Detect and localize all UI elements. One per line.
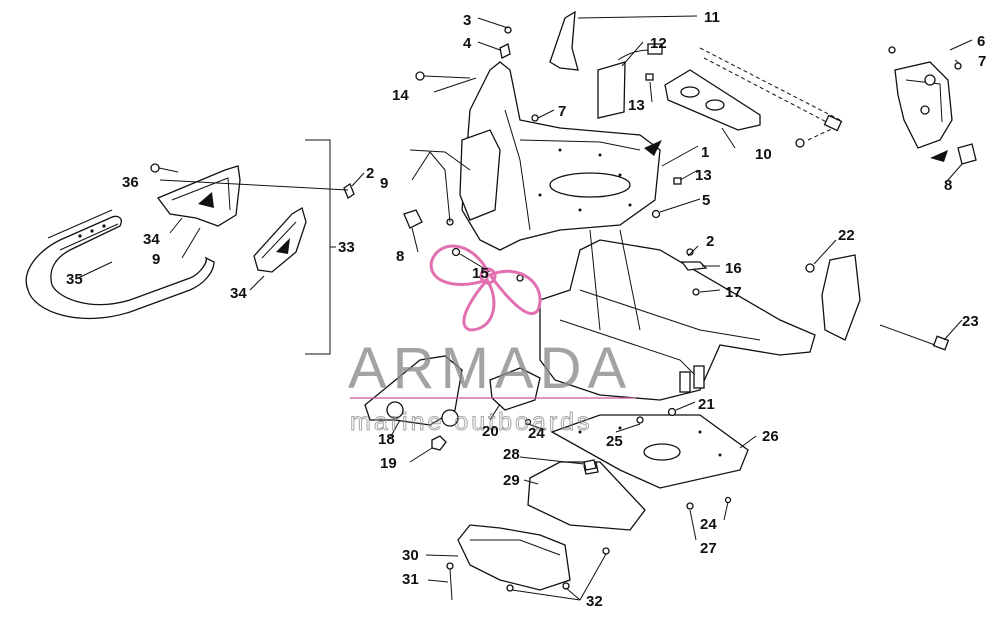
callout-label-2-right: 2 [706,233,714,250]
bolt-part-31 [446,562,454,601]
callout-label-5: 5 [702,192,710,209]
callout-label-8-left: 8 [396,248,404,265]
callout-label-26: 26 [762,428,779,445]
callout-label-3: 3 [463,12,471,29]
callout-label-15: 15 [472,265,489,282]
front-nose-part-1 [459,61,662,251]
bracket-part-12 [597,43,663,119]
callout-label-36: 36 [122,174,139,191]
bracket-part-11 [549,10,579,71]
callout-label-25: 25 [606,433,623,450]
nut-part-19 [431,435,447,451]
bolt-part-36 [150,163,179,173]
watermark-brand: ARMADA [348,336,632,401]
bolt-part-17 [692,288,700,296]
callout-label-14: 14 [392,87,409,104]
callout-label-11: 11 [704,9,720,26]
fastener-part-24b [724,496,732,504]
bolt-part-23 [879,324,950,351]
callout-label-33: 33 [338,239,355,256]
bracket-part-6 [888,46,953,162]
fastener-part-28 [583,459,597,471]
callout-label-13-lower: 13 [695,167,712,184]
callout-label-34-lower: 34 [230,285,247,302]
propeller-blade-3 [487,269,542,316]
fastener-part-13b [673,177,682,185]
callout-label-30: 30 [402,547,419,564]
callout-label-22: 22 [838,227,855,244]
fastener-part-7a [531,114,539,122]
pin-part-14 [415,71,471,81]
callout-label-13-upper: 13 [628,97,645,114]
callout-label-7-right: 7 [978,53,986,70]
bracket-part-34-lower [253,207,307,273]
fastener-part-7b [954,62,962,70]
cushion-part-8-right [957,143,977,165]
fastener-part-25 [636,416,644,424]
callout-label-21: 21 [698,396,715,413]
callout-labels: 3 4 11 12 13 14 7 10 6 7 8 1 13 5 9 2 36… [66,9,986,610]
callout-label-24-lower: 24 [700,516,717,533]
bracket-part-22 [805,254,861,341]
callout-label-27: 27 [700,540,717,557]
callout-label-9-upper: 9 [380,175,388,192]
callout-label-10: 10 [755,146,772,163]
callout-label-9-lower: 9 [152,251,160,268]
propeller-blade-1 [429,244,489,286]
fastener-part-32 [506,547,610,592]
callout-label-24-upper: 24 [528,425,545,442]
callout-label-2-left: 2 [366,165,374,182]
cushion-part-8-left [403,209,423,229]
fastener-part-27 [686,502,694,510]
callout-label-6: 6 [977,33,985,50]
callout-label-4: 4 [463,35,472,52]
callout-label-35: 35 [66,271,83,288]
callout-label-23: 23 [962,313,979,330]
leader-lines [77,15,973,601]
panel-part-10 [664,69,761,131]
callout-label-34-upper: 34 [143,231,160,248]
callout-label-32: 32 [586,593,603,610]
bracket-part-34-upper [156,165,241,227]
callout-label-28: 28 [503,446,520,463]
fastener-part-3 [504,26,512,34]
callout-label-20: 20 [482,423,499,440]
rod-dashed-10 [699,47,843,148]
watermark-tagline: marine outboards [350,408,593,436]
bracket-part-30 [457,524,571,591]
fastener-part-21 [667,407,677,417]
callout-label-19: 19 [380,455,397,472]
frame-part-20 [539,229,816,401]
bumper-part-35 [25,209,215,320]
watermark: ARMADA marine outboards [348,244,636,437]
fastener-part-4 [499,43,511,59]
callout-label-31: 31 [402,571,419,588]
skid-plate-part-26 [550,414,749,489]
callout-label-17: 17 [725,284,742,301]
fastener-part-13a [645,73,654,81]
callout-label-29: 29 [503,472,520,489]
callout-label-16: 16 [725,260,742,277]
fastener-part-5 [651,209,661,219]
fastener-part-15 [451,247,524,282]
callout-label-7-left: 7 [558,103,566,120]
propeller-blade-2 [462,277,496,332]
fastener-part-2b [686,248,694,256]
callout-label-1: 1 [701,144,709,161]
callout-label-8-right: 8 [944,177,952,194]
callout-label-12: 12 [650,35,667,52]
fastener-part-2a [343,183,355,199]
group-bracket-33 [305,139,336,355]
propeller-hub [479,267,497,285]
propeller-logo [429,244,542,332]
bracket-part-18 [364,355,463,427]
washer-part-16 [680,261,708,271]
callout-label-18: 18 [378,431,395,448]
